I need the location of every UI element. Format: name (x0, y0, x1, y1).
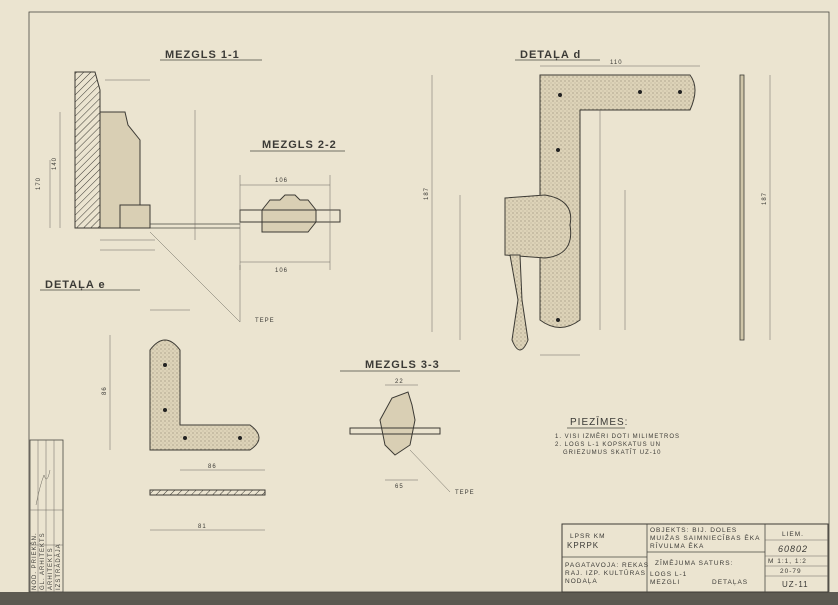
dim-detail-e-width: 81 (198, 524, 207, 530)
dim-node-3-3-top: 22 (395, 379, 404, 385)
node-1-1-section: MEZGLS 1-1 170 140 (36, 49, 262, 323)
dim-node-2-2-bottom: 106 (275, 268, 288, 274)
notes-title: PIEZĪMES: (570, 416, 628, 428)
heading-node-1-1: MEZGLS 1-1 (165, 49, 240, 61)
tb-dept-2: RAJ. IZP. KULTŪRAS (565, 569, 646, 577)
sig-row-4: IZSTRĀDĀJA (55, 543, 62, 590)
node-3-3-section: MEZGLS 3-3 22 65 TEPE (340, 359, 475, 496)
node-2-2-section: MEZGLS 2-2 106 106 TEPE (239, 139, 345, 324)
dim-detail-e-inner: 86 (208, 464, 217, 470)
heading-detail-e: DETAĻA e (45, 279, 106, 291)
tb-drawing-no: UZ-11 (782, 580, 809, 589)
heading-node-3-3: MEZGLS 3-3 (365, 359, 440, 371)
tb-sheet-label: LIEM. (782, 531, 804, 538)
dim-node-1-1-total: 170 (36, 177, 42, 190)
signature-block: NOD. PRIEKŠN. GL. ARHITEKTS ARHITEKTS IZ… (29, 439, 64, 593)
tb-contents-3: DETAĻAS (712, 579, 748, 586)
heading-node-2-2: MEZGLS 2-2 (262, 139, 337, 151)
tb-contents-2: MEZGLI (650, 579, 680, 586)
tb-contents-label: ZĪMĒJUMA SATURS: (655, 559, 733, 567)
dim-node-1-1-inner: 140 (52, 157, 58, 170)
drawing-frame (28, 11, 830, 593)
notes: PIEZĪMES: 1. VISI IZMĒRI DOTI MILIMETROS… (555, 416, 680, 456)
dim-detail-d-top: 110 (610, 60, 623, 66)
detail-d: DETAĻA d 110 187 187 (424, 49, 771, 356)
label-tepe-2: TEPE (455, 490, 475, 496)
tb-org-1: LPSR KM (570, 533, 606, 540)
sig-row-1: NOD. PRIEKŠN. (31, 532, 38, 590)
dim-detail-d-height: 187 (424, 187, 430, 200)
tb-date: 20-79 (780, 568, 802, 575)
tb-contents-1: LOGS L-1 (650, 571, 687, 578)
tb-inv-no: 60802 (778, 544, 808, 554)
label-tepe-1: TEPE (255, 318, 275, 324)
tb-dept-3: NODAĻA (565, 578, 598, 585)
tb-scale: M 1:1, 1:2 (768, 558, 807, 565)
title-block: LPSR KM KPRPK OBJEKTS: BIJ. DOLES MUIŽAS… (561, 523, 829, 593)
dim-node-3-3-bottom: 65 (395, 484, 404, 490)
note-line-3: GRIEZUMUS SKATĪT UZ-10 (563, 449, 661, 456)
tb-object-3: RĪVULMA ĒKA (650, 542, 704, 550)
tb-dept-1: PAGATAVOJA: REKAS (565, 562, 649, 569)
dim-node-2-2-top: 106 (275, 178, 288, 184)
dim-detail-d-side: 187 (762, 192, 768, 205)
note-line-2: 2. LOGS L-1 KOPSKATUS UN (555, 442, 661, 448)
note-line-1: 1. VISI IZMĒRI DOTI MILIMETROS (555, 433, 680, 440)
dim-detail-e-height: 86 (102, 386, 108, 395)
sig-row-3: ARHITEKTS (48, 547, 54, 590)
heading-detail-d: DETAĻA d (520, 49, 581, 61)
detail-e: DETAĻA e 86 86 81 (40, 279, 266, 531)
tb-org-2: KPRPK (567, 541, 599, 550)
tb-object-1: OBJEKTS: BIJ. DOLES (650, 527, 737, 534)
tb-object-2: MUIŽAS SAIMNIECĪBAS ĒKA (650, 533, 760, 542)
sig-row-2: GL. ARHITEKTS (40, 532, 46, 590)
